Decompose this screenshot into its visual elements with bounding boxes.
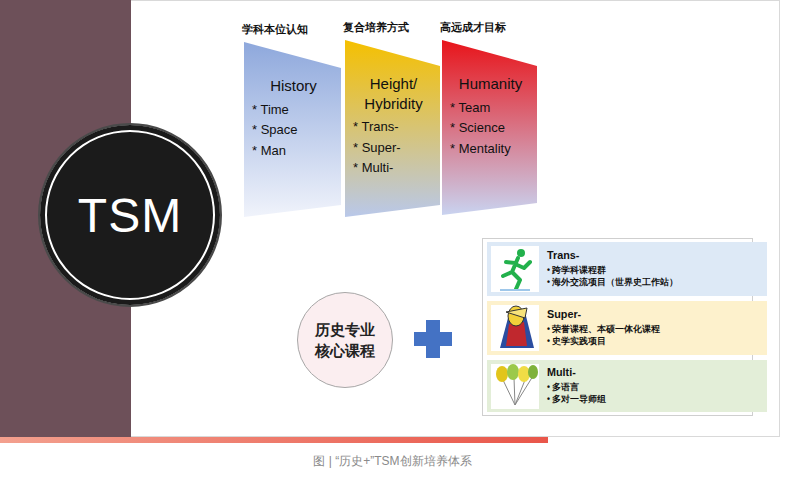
column-title: Humanity [450, 74, 531, 94]
goal-chevron: 复合培养方式Height/ Hybridity* Trans-* Super-*… [345, 40, 440, 217]
course-item: • 海外交流项目（世界史工作站） [547, 277, 767, 289]
course-box: Trans- • 跨学科课程群• 海外交流项目（世界史工作站） [487, 242, 767, 296]
course-title: Super- [547, 308, 767, 320]
frame [131, 1, 780, 437]
course-item: • 跨学科课程群 [547, 265, 767, 277]
goal-chevron: 学科本位认知History* Time* Space* Man [244, 42, 341, 217]
column-item: * Space [252, 122, 335, 138]
course-item: • 史学实践项目 [547, 336, 767, 348]
column-item: * Team [450, 100, 531, 116]
logo-circle: TSM [38, 123, 222, 307]
course-box: Super- • 荣誉课程、本硕一体化课程• 史学实践项目 [487, 301, 767, 355]
course-item: • 多语言 [547, 382, 767, 394]
column-heading: 学科本位认知 [242, 22, 308, 37]
column-item: * Multi- [353, 160, 434, 176]
course-title: Multi- [547, 366, 767, 378]
accent-bar [0, 437, 548, 443]
course-title: Trans- [547, 249, 767, 261]
course-box: Multi- • 多语言• 多对一导师组 [487, 360, 767, 412]
goal-chevron: 高远成才目标Humanity* Team* Science* Mentality [442, 40, 537, 215]
column-item: * Super- [353, 140, 434, 156]
column-title: History [252, 76, 335, 96]
course-item: • 多对一导师组 [547, 394, 767, 406]
column-item: * Time [252, 102, 335, 118]
core-circle: 历史专业 核心课程 [297, 292, 393, 388]
course-item: • 荣誉课程、本硕一体化课程 [547, 324, 767, 336]
column-item: * Trans- [353, 119, 434, 135]
core-label: 历史专业 核心课程 [308, 319, 382, 361]
plus-sign [414, 320, 452, 358]
figure-caption: 图 | “历史+”TSM创新培养体系 [0, 453, 785, 470]
column-item: * Science [450, 120, 531, 136]
column-heading: 复合培养方式 [343, 20, 409, 35]
logo-text: TSM [78, 188, 182, 243]
column-item: * Mentality [450, 141, 531, 157]
column-item: * Man [252, 143, 335, 159]
column-heading: 高远成才目标 [440, 20, 506, 35]
column-title: Height/ Hybridity [353, 74, 434, 113]
